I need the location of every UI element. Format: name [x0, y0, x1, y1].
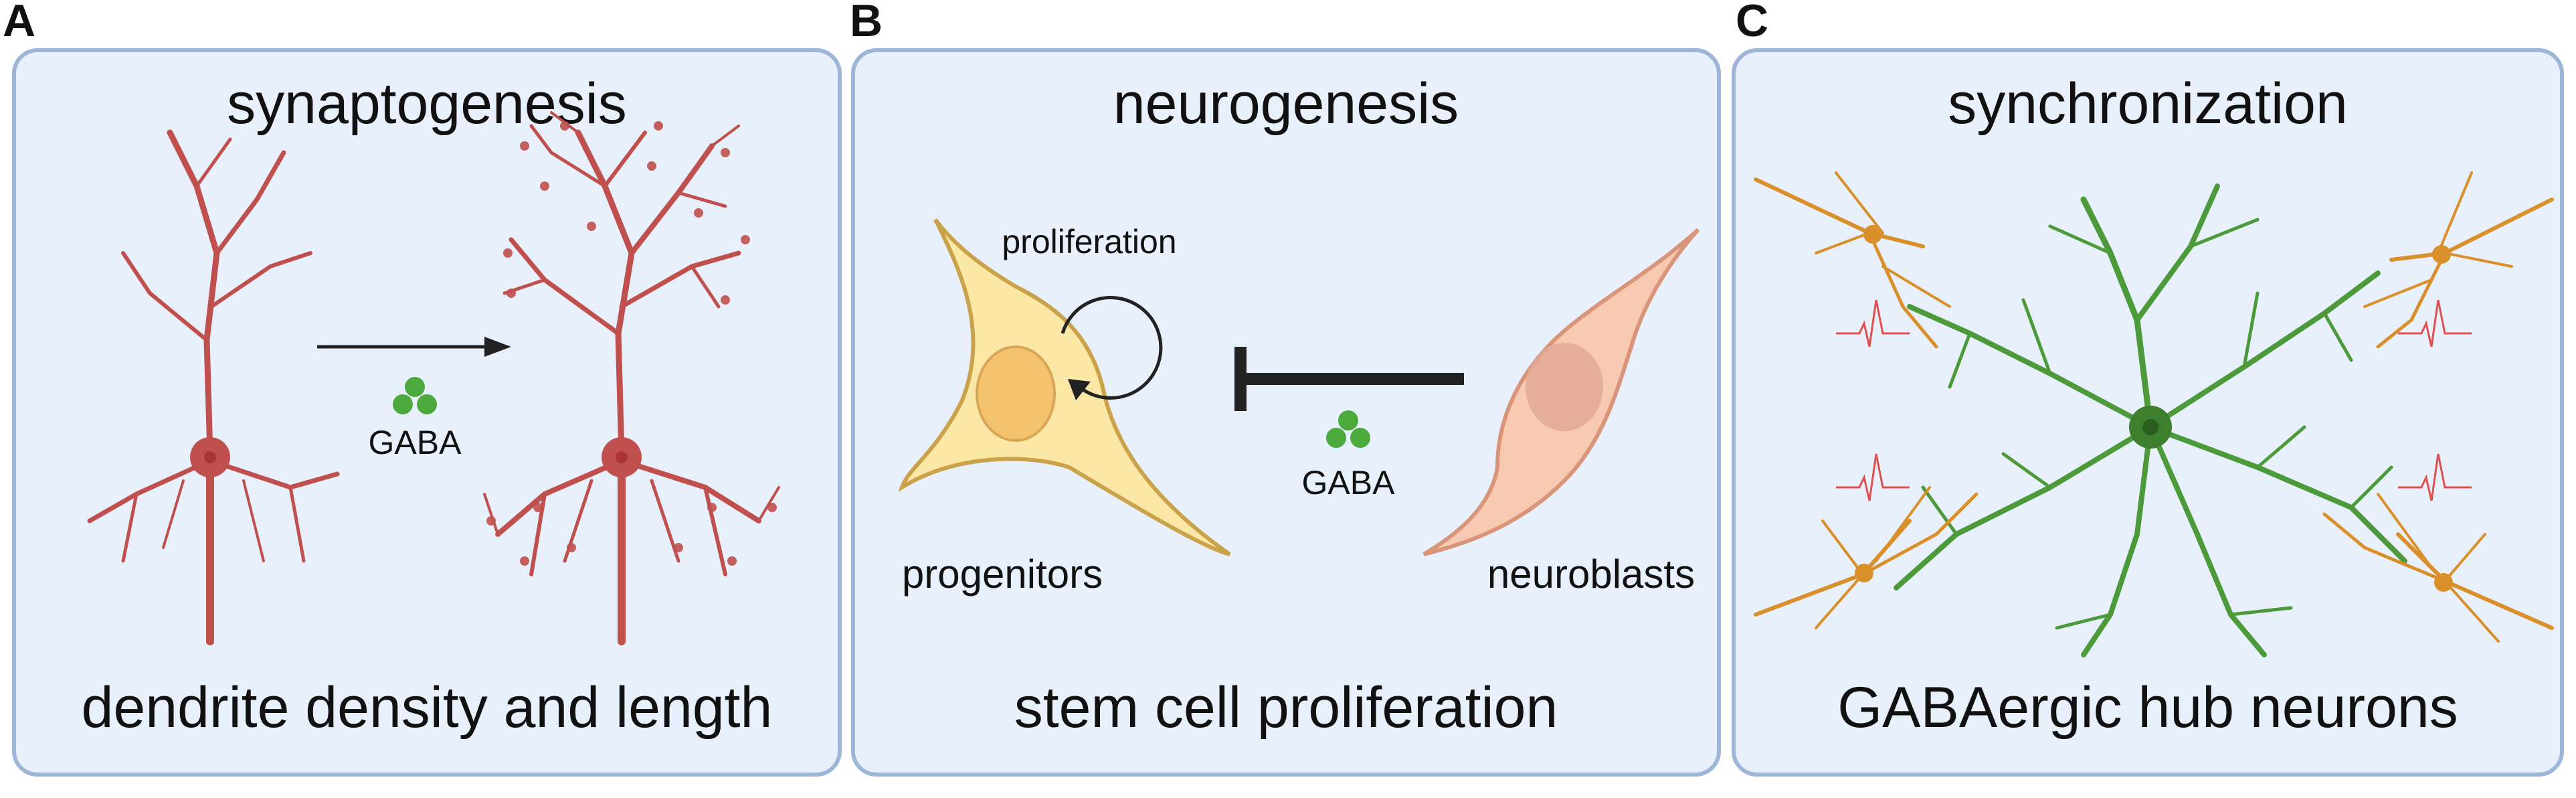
- progenitors-label: progenitors: [902, 552, 1103, 596]
- panel-letter-b: B: [850, 0, 883, 46]
- panel-synaptogenesis: synaptogenesis GABA: [12, 48, 842, 777]
- neuron-before-icon: [87, 129, 340, 645]
- orange-neuron-bottom-left-icon: [1754, 486, 1979, 629]
- panel-title-synchronization: synchronization: [1948, 72, 2348, 136]
- arrow-right-icon: [317, 337, 511, 357]
- neuroblasts-label: neuroblasts: [1487, 552, 1695, 596]
- ecg-trace-icon: [1836, 299, 2472, 501]
- neurogenesis-illustration: proliferation GABA neuroblasts progenito…: [898, 218, 1700, 596]
- dendritic-spines-icon: [486, 121, 777, 566]
- panel-footer-synaptogenesis: dendrite density and length: [81, 675, 773, 740]
- inhibition-bar-icon: [1234, 347, 1464, 411]
- panel-synchronization: synchronization: [1732, 48, 2564, 777]
- panel-footer-neurogenesis: stem cell proliferation: [1014, 675, 1558, 740]
- gaba-molecule-icon: [1326, 410, 1370, 448]
- proliferation-label: proliferation: [1002, 223, 1176, 260]
- gaba-label: GABA: [1302, 464, 1396, 501]
- hub-neuron-icon: [1894, 183, 2407, 657]
- panel-title-neurogenesis: neurogenesis: [1113, 72, 1459, 136]
- panel-footer-synchronization: GABAergic hub neurons: [1837, 675, 2458, 740]
- gaba-molecule-icon: [393, 377, 437, 414]
- panel-letter-a: A: [3, 0, 36, 46]
- neuroblast-cell-icon: [1422, 228, 1700, 556]
- orange-neuron-top-left-icon: [1754, 171, 1951, 349]
- panel-letter-c: C: [1736, 0, 1769, 46]
- cycle-arrow-icon: [1061, 295, 1163, 400]
- progenitor-cell-icon: [898, 218, 1231, 556]
- neuron-after-icon: [483, 111, 780, 645]
- panel-neurogenesis: neurogenesis proliferation GABA neurobla…: [851, 48, 1721, 777]
- orange-neuron-top-right-icon: [2363, 171, 2554, 349]
- synaptogenesis-illustration: GABA: [87, 111, 780, 645]
- synchronization-illustration: [1754, 171, 2554, 657]
- gaba-label: GABA: [369, 424, 462, 461]
